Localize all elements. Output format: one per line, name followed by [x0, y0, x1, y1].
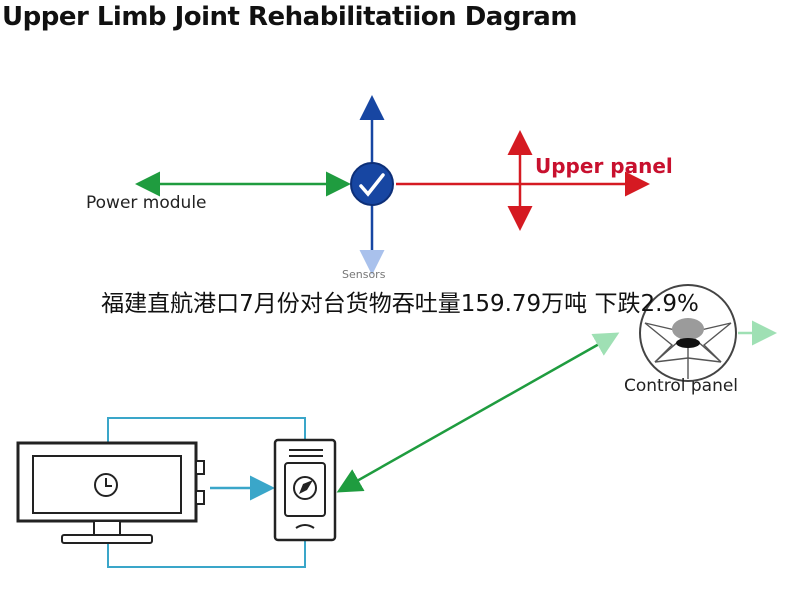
device-to-control-arrow: [336, 332, 620, 493]
upper-panel-label: Upper panel: [535, 154, 673, 178]
control-device: [273, 438, 337, 542]
connector-bottom: [107, 540, 306, 568]
monitor: [16, 441, 205, 544]
connector-top: [107, 417, 306, 444]
gauge-icon: [639, 284, 737, 382]
diagram-title: Upper Limb Joint Rehabilitatiion Dagram: [2, 2, 577, 32]
overlay-caption: 福建直航港口7月份对台货物吞吐量159.79万吨 下跌2.9%: [101, 291, 699, 317]
checkmark-icon: [359, 173, 385, 197]
compass-icon: [293, 476, 317, 500]
clock-icon: [94, 473, 118, 497]
joint-node: [350, 162, 394, 206]
control-panel-label: Control panel: [624, 376, 739, 396]
power-module-label: Power module: [86, 193, 207, 213]
sensor-label: Sensors: [342, 268, 386, 281]
